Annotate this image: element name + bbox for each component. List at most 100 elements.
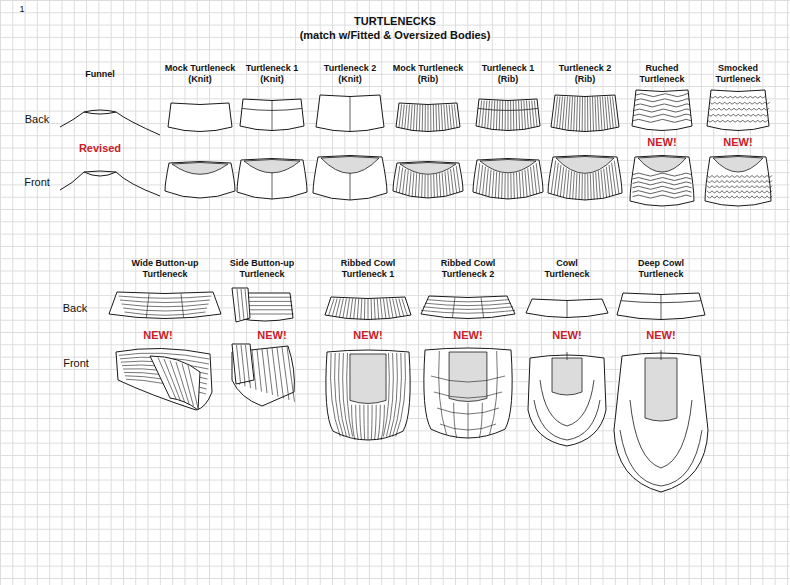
center-seam xyxy=(272,172,273,199)
center-seam xyxy=(567,301,568,317)
rib-line xyxy=(399,105,402,128)
rib-line xyxy=(393,299,397,318)
rib-line xyxy=(245,289,248,320)
rib-line xyxy=(529,101,531,129)
rib-line xyxy=(598,97,600,131)
rib-line xyxy=(585,174,586,200)
ruche-line xyxy=(633,191,692,194)
collar-front xyxy=(473,159,543,200)
rib-line xyxy=(504,173,505,199)
rib-line xyxy=(119,296,212,298)
rib-line xyxy=(479,101,482,127)
rib-line xyxy=(434,392,502,398)
ruche-line xyxy=(633,182,692,185)
ruche-line xyxy=(635,99,689,102)
rib-line xyxy=(439,173,440,197)
rib-line xyxy=(449,105,451,130)
neck-opening xyxy=(172,163,228,175)
rib-line xyxy=(125,312,206,315)
rib-line xyxy=(368,299,369,320)
neck-opening xyxy=(638,157,686,173)
rib-line xyxy=(452,105,454,129)
rib-line xyxy=(347,353,353,436)
rib-line xyxy=(468,403,469,438)
status-tag: NEW! xyxy=(143,329,172,342)
status-tag: NEW! xyxy=(552,329,581,342)
center-seam xyxy=(350,173,351,200)
cowl-front xyxy=(528,355,606,446)
rib-line xyxy=(605,97,608,130)
style-name: Turtleneck 1 (Rib) xyxy=(477,63,539,85)
collar-back xyxy=(421,296,515,319)
rib-line xyxy=(440,424,496,430)
rib-line xyxy=(386,353,393,436)
rib-line xyxy=(357,299,359,320)
rib-line xyxy=(577,97,578,132)
ruche-line xyxy=(633,119,692,122)
neck-opening xyxy=(713,157,763,173)
rib-line xyxy=(403,169,406,194)
rib-line xyxy=(415,173,416,197)
rib-line xyxy=(402,105,404,129)
rib-line xyxy=(439,351,447,434)
rib-line xyxy=(614,161,619,195)
collar-back xyxy=(396,103,460,132)
rib-line xyxy=(402,299,408,316)
rib-line xyxy=(241,289,244,320)
rib-line xyxy=(596,172,598,199)
status-tag: NEW! xyxy=(647,136,676,149)
button-placket xyxy=(150,356,200,410)
rib-line xyxy=(582,97,583,132)
status-tag: NEW! xyxy=(646,329,675,342)
rib-line xyxy=(383,299,386,319)
style-name: Ruched Turtleneck xyxy=(632,63,692,85)
rib-line xyxy=(343,299,347,318)
rib-line xyxy=(430,175,431,198)
smock-line xyxy=(707,180,772,182)
rib-line xyxy=(576,173,577,200)
style-name: Smocked Turtleneck xyxy=(707,63,769,85)
status-tag: NEW! xyxy=(723,136,752,149)
rib-line xyxy=(560,97,563,129)
rib-line xyxy=(377,299,379,320)
rib-line xyxy=(356,405,358,440)
rib-line xyxy=(428,175,429,198)
rib-line xyxy=(505,101,506,131)
smock-line xyxy=(707,191,772,193)
collar-back xyxy=(617,293,705,320)
rib-line xyxy=(456,166,460,192)
rib-line xyxy=(347,299,350,319)
ribbed-cowl-front xyxy=(424,348,512,438)
rib-line xyxy=(482,101,484,128)
rib-line xyxy=(413,105,414,131)
rib-line xyxy=(496,101,497,130)
rib-line xyxy=(515,101,517,131)
center-seam xyxy=(272,101,273,130)
status-tag: NEW! xyxy=(453,329,482,342)
rib-line xyxy=(562,97,565,130)
rib-line xyxy=(390,299,394,318)
rib-line xyxy=(489,170,491,197)
rib-line xyxy=(423,307,513,310)
rib-line xyxy=(493,101,494,130)
rib-line xyxy=(587,97,588,132)
rib-line xyxy=(437,408,499,414)
rib-line xyxy=(122,304,209,307)
rib-line xyxy=(479,165,482,194)
rib-line xyxy=(531,167,534,195)
rib-line xyxy=(528,168,531,196)
rib-line xyxy=(339,299,343,318)
rib-line xyxy=(525,170,527,197)
rib-line xyxy=(336,299,341,317)
sheet-subtitle: (match w/Fitted & Oversized Bodies) xyxy=(300,29,491,42)
rib-line xyxy=(409,172,411,196)
rib-line xyxy=(120,300,210,303)
status-tag: Revised xyxy=(79,142,121,155)
neck-opening xyxy=(556,157,614,174)
rib-line xyxy=(488,101,490,129)
rib-line xyxy=(560,167,563,197)
collar-front xyxy=(165,162,235,199)
fold-line xyxy=(242,108,302,110)
rib-line xyxy=(368,405,369,440)
